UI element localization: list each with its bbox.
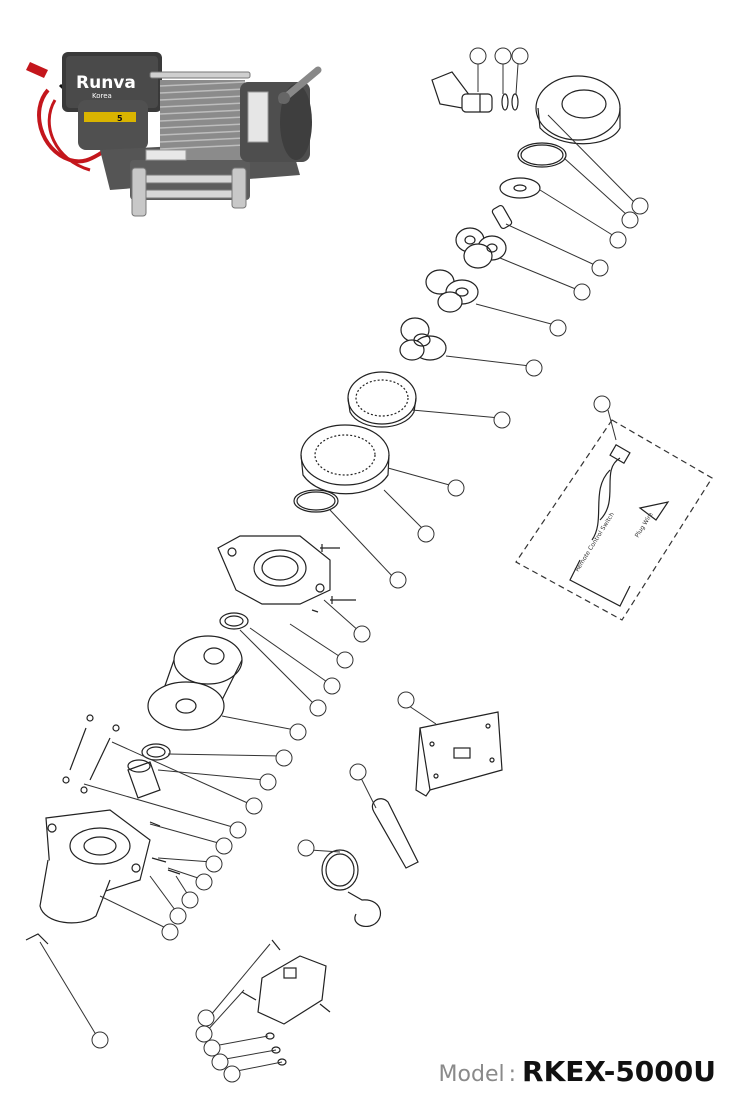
winch-motor — [39, 809, 151, 924]
callout-bubble — [195, 1025, 213, 1043]
planet-carrier-stage-3 — [455, 227, 507, 269]
callout-bubble — [195, 873, 213, 891]
callout-bubble — [494, 47, 512, 65]
callout-bubble — [336, 651, 354, 669]
model-caption: Model:RKEX-5000U — [439, 1058, 716, 1086]
model-number: RKEX-5000U — [522, 1055, 716, 1088]
callout-bubble — [203, 1039, 221, 1057]
drum-bushing — [219, 612, 249, 630]
callout-bubble — [215, 837, 233, 855]
callout-bubble — [245, 797, 263, 815]
motor-bolts — [149, 821, 181, 875]
callout-bubble — [511, 47, 529, 65]
callout-bubble — [275, 749, 293, 767]
callout-bubble — [593, 395, 611, 413]
callout-bubble — [349, 763, 367, 781]
callout-bubble — [469, 47, 487, 65]
callout-bubble — [161, 923, 179, 941]
callout-bubble — [417, 525, 435, 543]
fairlead-bracket — [241, 939, 331, 1025]
planet-carrier-stage-1 — [399, 317, 447, 361]
callout-bubble — [229, 821, 247, 839]
callout-bubble — [621, 211, 639, 229]
callout-bubble — [197, 1009, 215, 1027]
callout-bubble — [573, 283, 591, 301]
ring-gear — [347, 371, 417, 428]
o-ring-1 — [517, 142, 567, 168]
gear-housing — [300, 424, 390, 495]
mounting-plate — [415, 711, 503, 797]
callout-bubble — [447, 479, 465, 497]
callout-bubble — [389, 571, 407, 589]
remote-control-kit: Remote Control Switch Plug Wire — [515, 419, 713, 621]
hand-saver-strap — [371, 798, 419, 869]
callout-bubble — [397, 691, 415, 709]
remote-switch-label: Remote Control Switch — [574, 511, 616, 573]
callout-bubble — [205, 855, 223, 873]
planet-carrier-stage-2 — [425, 269, 479, 313]
plug-wire-label: Plug Wire — [634, 511, 655, 539]
callout-bubble — [323, 677, 341, 695]
callout-bubble — [91, 1031, 109, 1049]
photo-size-mark: 5 — [117, 114, 123, 123]
callout-bubble — [353, 625, 371, 643]
callout-bubble — [169, 907, 187, 925]
callout-bubbles — [91, 47, 649, 1083]
callout-bubble — [609, 231, 627, 249]
callout-bubble — [591, 259, 609, 277]
callout-bubble — [631, 197, 649, 215]
tie-rods — [62, 714, 120, 794]
model-separator: : — [508, 1062, 517, 1087]
leader-lines — [39, 63, 635, 1073]
drum-bushing-2 — [141, 743, 171, 761]
callout-bubble — [525, 359, 543, 377]
parts-line-art — [25, 71, 621, 1066]
callout-bubble — [309, 699, 327, 717]
cable-drum — [147, 635, 243, 731]
callout-bubble — [259, 773, 277, 791]
callout-bubble — [493, 411, 511, 429]
sun-gear — [491, 204, 513, 230]
o-ring-2 — [293, 489, 339, 513]
gear-end-housing — [535, 75, 621, 141]
shaft-coupler — [127, 759, 161, 799]
thrust-washer — [499, 177, 541, 199]
photo-brand-text: Runva — [76, 73, 136, 93]
bracket-bolts — [311, 544, 356, 613]
callout-bubble — [549, 319, 567, 337]
callout-bubble — [223, 1065, 241, 1083]
winch-hook — [321, 849, 381, 927]
callout-bubble — [289, 723, 307, 741]
callout-bubble — [297, 839, 315, 857]
drum-support-bracket — [217, 535, 331, 605]
model-label: Model — [438, 1062, 505, 1087]
winch-product-photo: Runva Korea 5 — [26, 52, 322, 217]
callout-bubble — [211, 1053, 229, 1071]
callout-bubble — [181, 891, 199, 909]
photo-brand-sub-text: Korea — [92, 92, 112, 100]
allen-key — [25, 933, 49, 945]
